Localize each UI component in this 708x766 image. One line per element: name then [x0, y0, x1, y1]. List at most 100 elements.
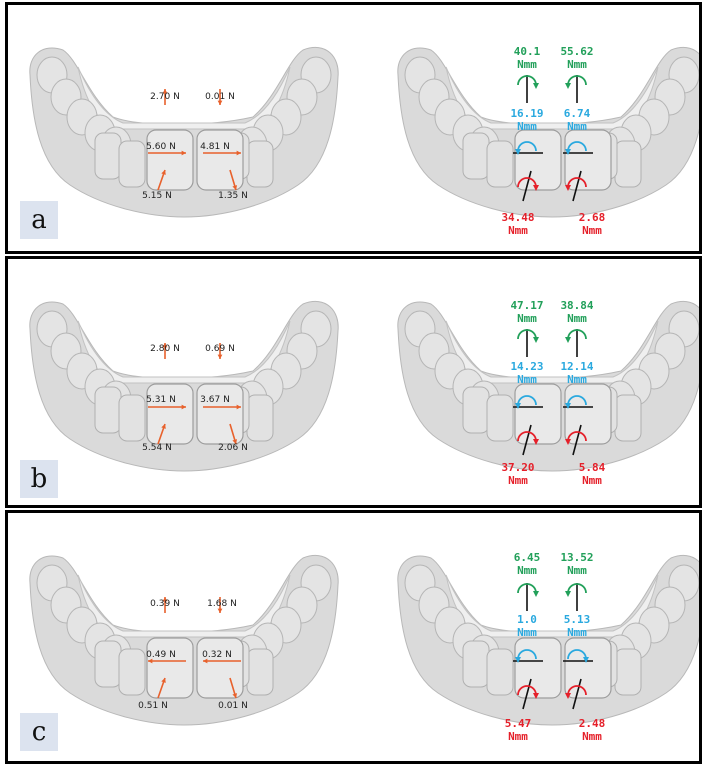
dental-arch — [397, 46, 699, 218]
tooth — [94, 132, 122, 180]
moment-value: 16.19 — [510, 107, 544, 120]
moment-value: 55.62 — [560, 45, 594, 58]
moment-unit: Nmm — [508, 730, 528, 743]
panel-label: a — [20, 201, 58, 239]
central-incisor-right — [564, 637, 612, 699]
force-arrow-oblique-head — [232, 693, 238, 698]
dental-arch — [29, 554, 339, 726]
force-label-bottom-left: 5.15 N — [142, 191, 172, 201]
panel-a: a 2.70 N 0.01 N 5.60 N 4.81 N 5.15 N 1.3… — [5, 2, 702, 254]
moment-unit: Nmm — [517, 626, 537, 639]
moment-value: 1.0 — [517, 613, 537, 626]
moment-arrow-blue-head — [515, 403, 521, 409]
tooth — [486, 648, 514, 696]
force-arrow-up-head — [162, 597, 168, 602]
moment-arrow-green-head — [565, 83, 571, 89]
moment-arrow-green-head — [533, 83, 539, 89]
moment-arrow-green — [517, 75, 537, 86]
moment-unit: Nmm — [508, 474, 528, 487]
central-incisor-right — [196, 129, 244, 191]
moment-value: 13.52 — [560, 551, 594, 564]
force-arrow-horizontal-head — [181, 404, 186, 410]
tooth — [614, 394, 642, 442]
panel-c-drawing — [29, 554, 699, 726]
moment-unit: Nmm — [582, 474, 602, 487]
moment-unit: Nmm — [517, 373, 537, 386]
central-incisor-left — [146, 129, 194, 191]
force-arrow-down-head — [217, 100, 223, 105]
moment-unit: Nmm — [508, 224, 528, 237]
moment-unit: Nmm — [567, 373, 587, 386]
moment-unit: Nmm — [517, 312, 537, 325]
dental-arch — [29, 300, 339, 472]
moment-arrow-red-head — [533, 439, 539, 445]
force-arrow-horizontal-head — [181, 150, 186, 156]
moment-arrow-blue — [567, 395, 587, 406]
moment-arrow-red — [567, 431, 587, 442]
force-label-mid-right: 0.32 N — [202, 650, 232, 660]
force-label-mid-left: 5.60 N — [146, 142, 176, 152]
moment-unit: Nmm — [517, 58, 537, 71]
force-arrow-oblique-head — [232, 185, 238, 190]
moment-arrow-red-head — [565, 185, 571, 191]
moment-value: 47.17 — [510, 299, 544, 312]
moment-unit: Nmm — [517, 564, 537, 577]
central-incisor-left — [514, 637, 562, 699]
central-incisor-right — [196, 637, 244, 699]
central-incisor-left — [514, 383, 562, 445]
axis-oblique — [522, 170, 532, 202]
force-arrow-up-head — [162, 89, 168, 94]
moment-unit: Nmm — [582, 224, 602, 237]
moment-arrow-green — [567, 583, 587, 594]
moment-value: 34.48 — [501, 211, 535, 224]
dental-arch — [397, 554, 699, 726]
axis-oblique — [572, 424, 582, 456]
axis-oblique — [522, 678, 532, 710]
moment-arrow-red — [517, 685, 537, 696]
axis-oblique — [572, 678, 582, 710]
tooth — [486, 394, 514, 442]
tooth — [246, 140, 274, 188]
moment-value: 12.14 — [560, 360, 594, 373]
tooth — [462, 640, 490, 688]
force-label-top-left: 0.39 N — [150, 599, 180, 609]
force-arrow-oblique-head — [232, 439, 238, 444]
force-arrow-up-head — [162, 343, 168, 348]
force-arrow-horizontal-head — [236, 404, 241, 410]
dental-arch — [29, 46, 339, 218]
moment-unit: Nmm — [567, 120, 587, 133]
moment-arrow-green — [517, 329, 537, 340]
moment-value: 2.48 — [578, 717, 606, 730]
force-label-bottom-right: 2.06 N — [218, 443, 248, 453]
moment-arrow-green-head — [565, 591, 571, 597]
moment-arrow-blue — [517, 395, 537, 406]
moment-value: 5.47 — [504, 717, 532, 730]
moment-value: 5.84 — [578, 461, 606, 474]
force-label-bottom-left: 0.51 N — [138, 701, 168, 711]
moment-unit: Nmm — [567, 312, 587, 325]
tooth — [486, 140, 514, 188]
tooth — [614, 648, 642, 696]
tooth — [118, 648, 146, 696]
moment-arrow-red — [567, 685, 587, 696]
force-label-mid-left: 5.31 N — [146, 395, 176, 405]
moment-arrow-blue-head — [515, 149, 521, 155]
central-incisor-right — [564, 383, 612, 445]
moment-arrow-red-head — [533, 185, 539, 191]
force-label-mid-left: 0.49 N — [146, 650, 176, 660]
moment-unit: Nmm — [567, 58, 587, 71]
axis-oblique — [522, 424, 532, 456]
panel-b: b 2.80 N 0.69 N 5.31 N 3.67 N 5.54 N 2.0… — [5, 256, 702, 508]
force-label-bottom-left: 5.54 N — [142, 443, 172, 453]
panel-label: c — [20, 713, 58, 751]
moment-arrow-green-head — [565, 337, 571, 343]
